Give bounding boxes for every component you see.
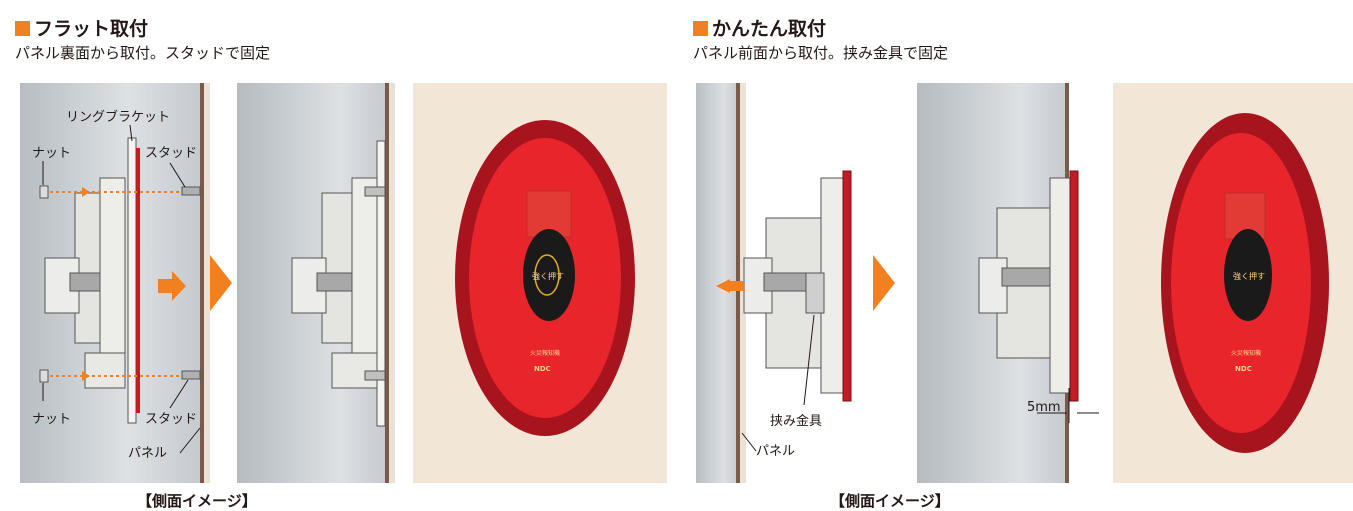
easy-assembled-side-view: 5mm: [917, 83, 1102, 483]
flat-assembled-side-view: [237, 83, 395, 483]
device-name: 火災報知機: [530, 349, 560, 357]
left-arrow-icon: [730, 281, 744, 291]
clamp-label: 挟み金具: [770, 413, 822, 429]
orange-square-icon: [15, 21, 30, 36]
flat-exploded-side-view: リングブラケット ナット スタッド ナット スタッド パネル: [20, 83, 210, 483]
device-brand: NDC: [1235, 365, 1252, 373]
flat-caption: 【側面イメージ】: [137, 492, 257, 510]
device-name: 火災報知機: [1231, 349, 1261, 357]
right-arrow-icon: [158, 271, 186, 301]
easy-mount-subtitle: パネル前面から取付。挟み金具で固定: [693, 44, 949, 62]
orange-square-icon: [693, 21, 708, 36]
panel-label: パネル: [128, 446, 167, 461]
stud-label-bottom: スタッド: [145, 412, 197, 427]
flat-front-view: 強く押す 火災報知機 NDC: [413, 83, 667, 483]
easy-mount-title: かんたん取付: [693, 14, 826, 41]
easy-exploded-side-view: 挟み金具 パネル: [696, 83, 866, 483]
nut-label-bottom: ナット: [32, 412, 71, 427]
push-button: [523, 229, 575, 321]
ring-bracket-label: リングブラケット: [66, 109, 170, 125]
easy-front-view: 強く押す 火災報知機 NDC: [1113, 83, 1353, 483]
stud-label-top: スタッド: [145, 146, 197, 161]
easy-caption: 【側面イメージ】: [830, 492, 950, 510]
panel-label-easy: パネル: [756, 444, 795, 459]
step-arrow-icon: [873, 255, 895, 311]
gap-dimension-label: 5mm: [1027, 400, 1061, 415]
step-arrow-icon: [210, 255, 232, 311]
flat-mount-title: フラット取付: [15, 14, 148, 41]
nut-label-top: ナット: [32, 146, 71, 161]
push-button: [1224, 229, 1272, 321]
button-text: 強く押す: [532, 271, 564, 281]
flat-mount-subtitle: パネル裏面から取付。スタッドで固定: [15, 44, 271, 62]
button-text: 強く押す: [1233, 271, 1265, 281]
device-brand: NDC: [534, 365, 551, 373]
